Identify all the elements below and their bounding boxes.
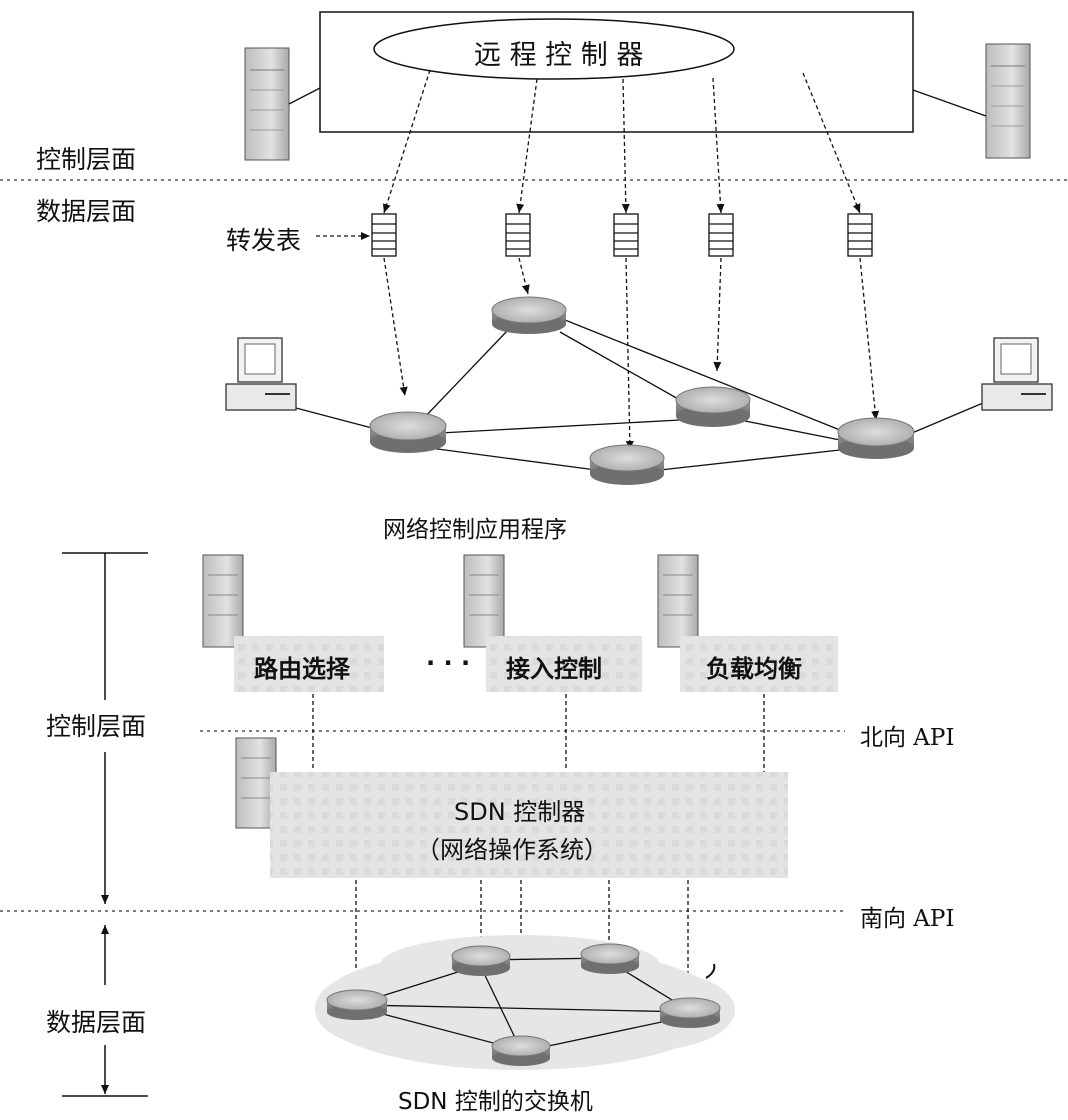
app-access-label: 接入控制 <box>506 655 602 683</box>
sdn-switches-label: SDN 控制的交换机 <box>398 1089 593 1115</box>
remote-controller-box <box>319 11 914 133</box>
forwarding-table-icon <box>708 213 734 257</box>
computer-icon-right <box>981 337 1053 411</box>
remote-controller-label: 远 程 控 制 器 <box>474 40 644 71</box>
sdn-controller-box <box>270 772 788 878</box>
switch-icon <box>491 1035 551 1066</box>
server-icon-app-2 <box>463 554 505 648</box>
server-icon-top-right <box>985 43 1031 159</box>
table-to-router-arrows <box>383 257 880 451</box>
server-icon-app-1 <box>202 554 244 648</box>
data-plane-label-top: 数据层面 <box>36 197 137 226</box>
server-icon-top-left <box>244 47 290 161</box>
server-link-right <box>912 89 987 117</box>
server-link-left <box>288 87 321 105</box>
sdn-controller-label: SDN 控制器 <box>454 798 586 826</box>
server-icon-app-3 <box>657 554 699 648</box>
remote-controller-ellipse <box>373 18 735 80</box>
app-load-balance-label: 负载均衡 <box>706 655 802 683</box>
data-plane-label-bottom: 数据层面 <box>46 1008 147 1037</box>
control-plane-label-top: 控制层面 <box>36 145 137 174</box>
switch-icon <box>580 943 640 974</box>
forwarding-table-label: 转发表 <box>226 226 302 255</box>
computer-icon-left <box>225 337 297 411</box>
app-load-balance-box <box>680 636 838 692</box>
app-routing-label: 路由选择 <box>254 655 350 683</box>
network-apps-title: 网络控制应用程序 <box>383 517 567 543</box>
network-os-label: （网络操作系统） <box>416 836 608 864</box>
plane-bracket <box>62 552 148 1097</box>
network-links <box>295 319 991 471</box>
southbound-api-label: 南向 API <box>860 906 955 932</box>
forwarding-table-icon <box>613 213 639 257</box>
northbound-api-label: 北向 API <box>860 725 955 751</box>
forwarding-table-icon <box>847 213 873 257</box>
switch-icon <box>451 945 511 976</box>
router-icon <box>837 417 915 459</box>
forwarding-table-icon <box>505 213 531 257</box>
router-icon <box>589 444 665 485</box>
switch-icon <box>659 997 721 1028</box>
control-plane-label-bottom: 控制层面 <box>46 712 147 741</box>
app-routing-box <box>234 636 384 692</box>
app-to-controller-lines <box>312 694 765 776</box>
app-ellipsis: · · · <box>426 649 471 677</box>
router-icon <box>369 411 447 453</box>
forwarding-table-icons <box>371 213 873 257</box>
forwarding-table-icon <box>371 213 397 257</box>
switch-icon <box>326 989 388 1020</box>
router-icon <box>675 386 751 427</box>
cloud-edge-mark <box>705 963 716 979</box>
router-icon <box>491 296 567 334</box>
app-access-box <box>486 636 642 692</box>
controller-to-switch-lines <box>355 880 689 1045</box>
controller-to-table-arrows <box>382 69 861 214</box>
